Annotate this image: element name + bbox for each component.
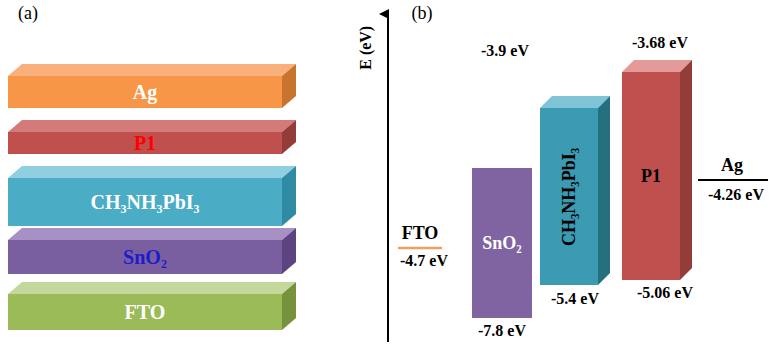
layer-name: SnO₂ <box>482 234 521 252</box>
energy-value: -4.26 eV <box>708 186 764 204</box>
energy-value: -5.4 eV <box>551 290 599 308</box>
perovskite-band: CH₃NH₃PbI₃ <box>540 108 598 285</box>
energy-value: -3.68 eV <box>632 34 688 52</box>
bar-faces <box>540 60 692 285</box>
layer-name: CH₃NH₃PbI₃ <box>90 192 199 212</box>
layer-name: Ag <box>133 82 157 102</box>
axis-label: E (eV) <box>357 26 375 70</box>
ag-level <box>698 179 768 181</box>
p1-band: P1 <box>622 72 680 280</box>
layer-name: P1 <box>134 133 156 153</box>
energy-value: -4.7 eV <box>400 252 448 270</box>
sno2-band: SnO₂ <box>472 168 532 318</box>
panel-label: (b) <box>412 4 433 24</box>
energy-axis <box>387 14 389 342</box>
perovskite-layer: CH₃NH₃PbI₃ <box>8 178 282 226</box>
layer-name: FTO <box>125 302 166 322</box>
energy-value: -3.9 eV <box>481 42 529 60</box>
layer-name: P1 <box>641 167 661 185</box>
fto-layer: FTO <box>8 294 282 330</box>
fto-level <box>398 247 442 250</box>
slab-faces <box>8 64 296 330</box>
p1-layer: P1 <box>8 132 282 154</box>
ag-layer: Ag <box>8 76 282 108</box>
contact-name: FTO <box>402 224 439 244</box>
layer-name: CH₃NH₃PbI₃ <box>560 147 578 245</box>
energy-value: -7.8 eV <box>478 322 526 340</box>
sno2-layer: SnO₂ <box>8 240 282 274</box>
energy-value: -5.06 eV <box>637 284 693 302</box>
contact-name: Ag <box>721 156 743 176</box>
layer-name: SnO₂ <box>123 247 167 267</box>
panel-label: (a) <box>18 4 38 24</box>
